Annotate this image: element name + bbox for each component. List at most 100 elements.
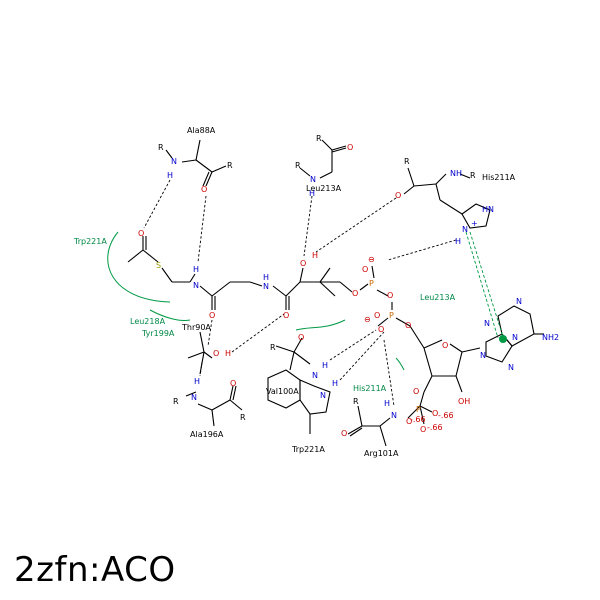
leu213a-top-backbone [299, 139, 347, 179]
svg-text:-.66: -.66 [427, 423, 443, 432]
svg-text:HN: HN [482, 205, 494, 214]
svg-text:O: O [442, 341, 448, 350]
svg-text:+: + [471, 219, 478, 228]
pi-center-marker [499, 335, 507, 343]
svg-text:O: O [230, 379, 236, 388]
label-trp221a-bottom: Trp221A [291, 445, 325, 454]
svg-text:O: O [300, 259, 306, 268]
label-thr90a: Thr90A [181, 323, 211, 332]
svg-text:N: N [391, 411, 397, 420]
hydrophobic-arc-val100a [295, 319, 346, 331]
svg-text:N: N [508, 363, 514, 372]
svg-text:⊖: ⊖ [364, 315, 371, 324]
svg-text:O: O [406, 417, 412, 426]
phosphate-3prime [407, 405, 433, 425]
svg-text:R: R [295, 161, 301, 170]
svg-text:-.66: -.66 [438, 411, 454, 420]
label-his211a-top: His211A [482, 173, 516, 182]
hydrophobic-arc-trp221a [107, 231, 171, 303]
label-ala196a: Ala196A [190, 430, 224, 439]
svg-text:O: O [347, 143, 353, 152]
svg-text:H: H [312, 251, 318, 260]
label-tyr199a: Tyr199A [141, 329, 175, 338]
adenine-ring [485, 305, 544, 363]
trp221a-indole [267, 337, 331, 434]
svg-text:R: R [173, 397, 179, 406]
label-trp221a-left: Trp221A [73, 237, 107, 246]
ligand-bonds [127, 236, 425, 349]
svg-text:NH2: NH2 [542, 333, 559, 342]
svg-text:R: R [316, 134, 322, 143]
svg-text:O: O [374, 311, 380, 320]
svg-text:O: O [362, 265, 368, 274]
svg-text:N: N [310, 175, 316, 184]
svg-text:N: N [512, 333, 518, 342]
svg-text:O: O [378, 325, 384, 334]
svg-text:OH: OH [458, 397, 470, 406]
pi-interaction [465, 231, 507, 343]
his-imidazole [403, 167, 491, 229]
svg-text:R: R [404, 157, 410, 166]
svg-text:O: O [201, 185, 207, 194]
svg-text:-.66: -.66 [410, 415, 426, 424]
svg-text:N: N [462, 225, 468, 234]
hydrogen-bonds [143, 179, 457, 407]
svg-text:O: O [395, 191, 401, 200]
svg-text:R: R [240, 413, 246, 422]
svg-text:O: O [209, 311, 215, 320]
svg-text:O: O [138, 229, 144, 238]
svg-text:R: R [270, 343, 276, 352]
svg-text:H: H [332, 379, 338, 388]
label-leu218a: Leu218A [130, 317, 166, 326]
svg-text:S: S [156, 261, 161, 270]
svg-text:N: N [516, 297, 522, 306]
svg-text:O: O [413, 387, 419, 396]
arg101a-backbone [347, 405, 391, 447]
svg-text:O: O [341, 429, 347, 438]
svg-text:O: O [352, 289, 358, 298]
svg-text:H: H [455, 237, 461, 246]
svg-text:H: H [263, 273, 269, 282]
svg-text:O: O [420, 425, 426, 434]
svg-text:R: R [158, 143, 164, 152]
svg-text:⊖: ⊖ [368, 255, 375, 264]
svg-text:H: H [225, 349, 231, 358]
label-ala88a: Ala88A [187, 126, 216, 135]
svg-text:N: N [312, 371, 318, 380]
label-arg101a: Arg101A [364, 449, 399, 458]
svg-text:H: H [309, 189, 315, 198]
svg-text:N: N [480, 351, 486, 360]
svg-text:N: N [193, 281, 199, 290]
svg-text:R: R [227, 161, 233, 170]
label-val100a: Val100A [266, 387, 299, 396]
svg-text:H: H [322, 361, 328, 370]
label-leu213a-mid: Leu213A [420, 293, 456, 302]
svg-text:H: H [167, 171, 173, 180]
svg-text:R: R [353, 397, 359, 406]
page-title: 2zfn:ACO [14, 550, 176, 590]
svg-text:H: H [384, 399, 390, 408]
svg-text:P: P [416, 405, 421, 414]
ala88a-backbone [165, 139, 227, 187]
svg-text:O: O [298, 333, 304, 342]
svg-text:P: P [369, 279, 374, 288]
svg-text:O: O [283, 311, 289, 320]
svg-text:O: O [213, 349, 219, 358]
svg-text:N: N [263, 282, 269, 291]
svg-text:N: N [171, 157, 177, 166]
atom-labels: R N H R O R O R N H R NH R O HN N + H O … [138, 134, 559, 438]
hydrophobic-arc-leu218a [149, 309, 191, 321]
label-leu213a-top: Leu213A [306, 184, 342, 193]
ribose-ring [419, 339, 481, 407]
svg-text:N: N [320, 391, 326, 400]
svg-text:H: H [193, 265, 199, 274]
svg-text:P: P [389, 311, 394, 320]
svg-text:O: O [387, 291, 393, 300]
svg-text:N: N [484, 319, 490, 328]
svg-text:H: H [194, 377, 200, 386]
svg-text:N: N [191, 393, 197, 402]
hydrophobic-arc-his211a [395, 357, 405, 371]
svg-text:R: R [470, 171, 476, 180]
label-his211a-mid: His211A [353, 384, 387, 393]
